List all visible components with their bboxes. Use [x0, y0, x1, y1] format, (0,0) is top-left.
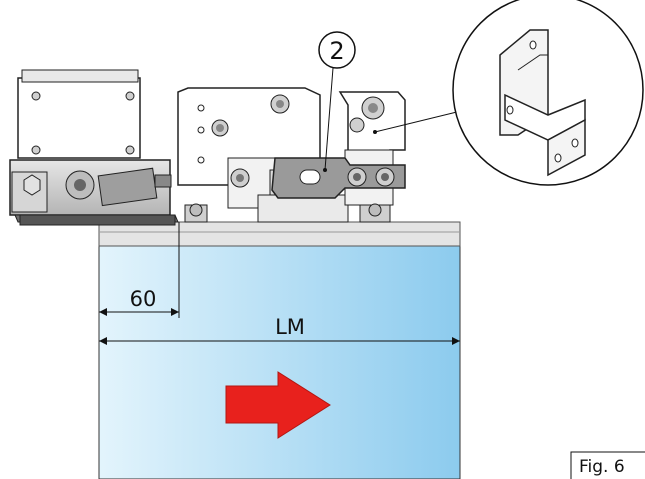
bracket-plate-part-2 — [271, 157, 406, 199]
carriage-assembly — [177, 87, 406, 223]
door-panel — [98, 245, 461, 479]
soft-close-damper — [9, 69, 179, 226]
arrow-right-icon — [225, 371, 331, 439]
figure-label-text: Fig. 6 — [579, 457, 625, 477]
detail-view — [452, 0, 644, 186]
dimension-lm-label: LM — [275, 315, 305, 339]
top-profile — [98, 221, 461, 247]
dimension-length: LM — [99, 315, 460, 345]
dimension-60-label: 60 — [130, 287, 157, 311]
detail-leader-line — [374, 109, 466, 133]
callout-2: 2 — [318, 31, 356, 172]
callout-2-label: 2 — [329, 37, 344, 65]
figure-label: Fig. 6 — [570, 451, 645, 479]
dimension-offset: 60 — [99, 222, 180, 318]
